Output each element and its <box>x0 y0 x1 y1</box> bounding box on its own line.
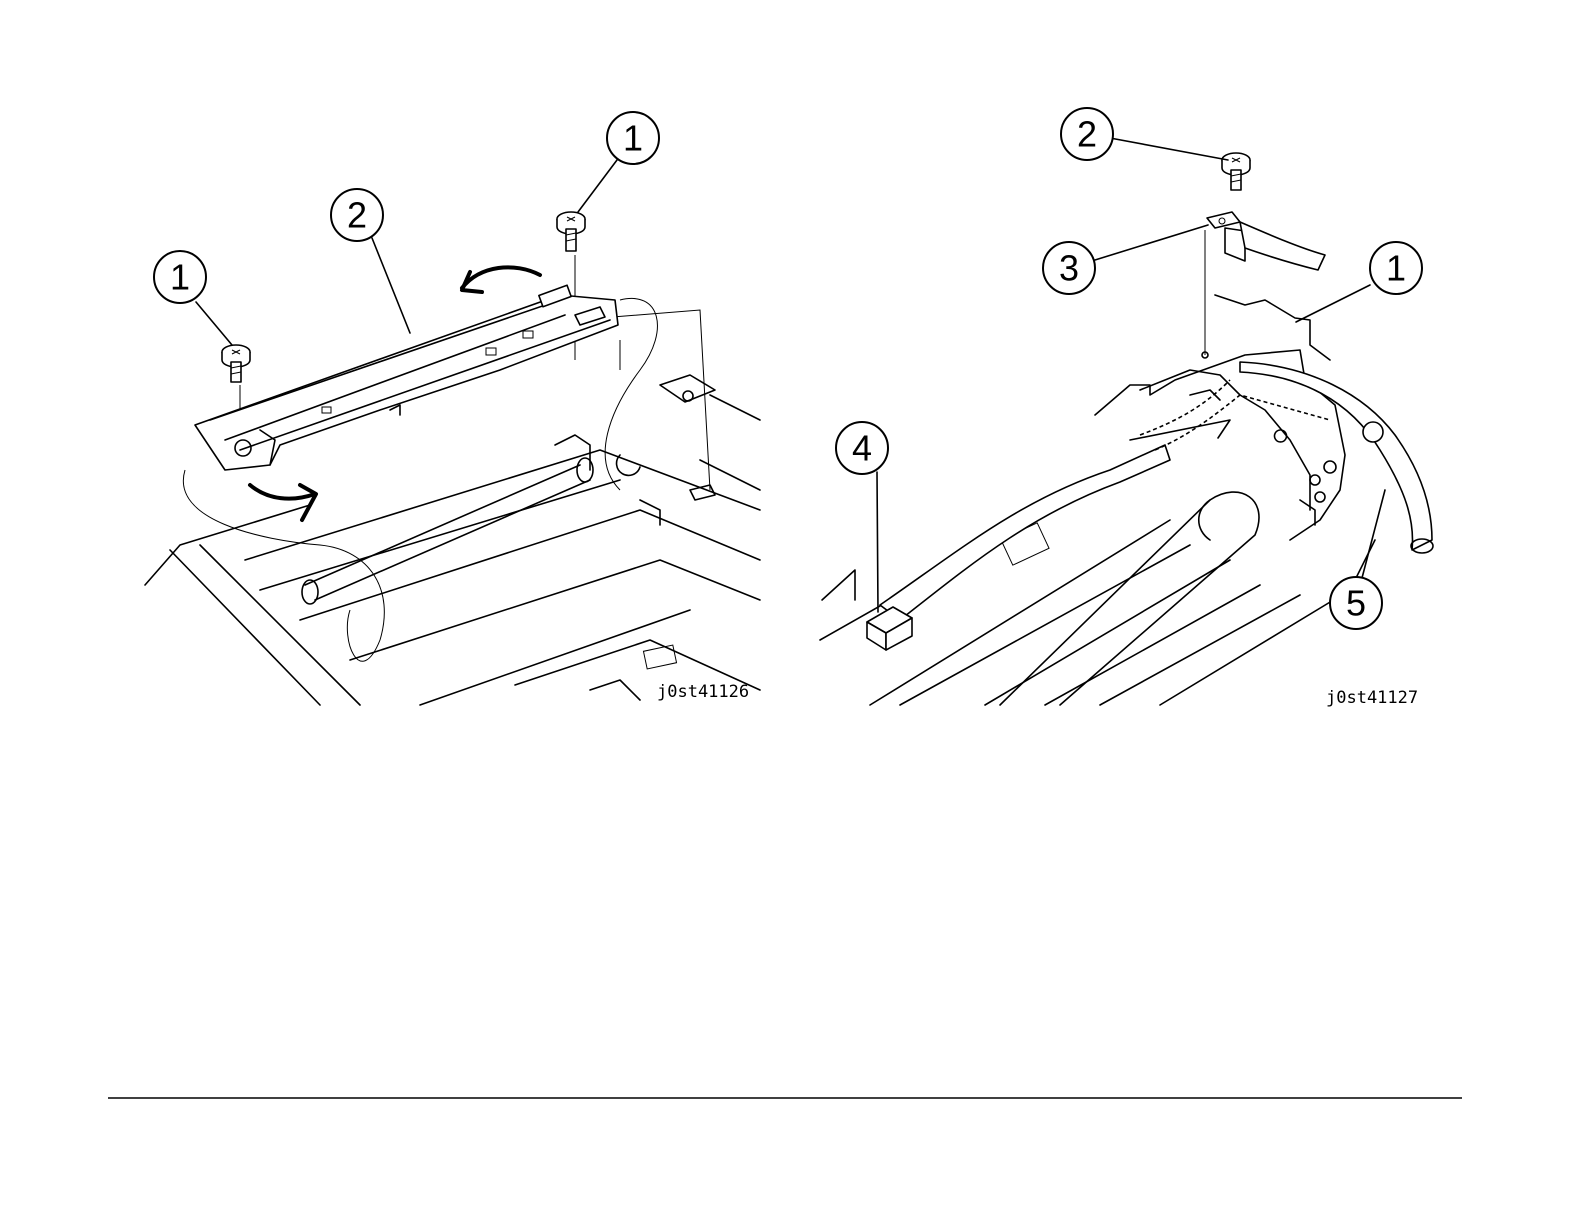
callout-1: 1 <box>1370 242 1422 294</box>
callout-2: 2 <box>331 189 383 241</box>
figure-id: j0st41126 <box>657 682 749 702</box>
callout-1: 1 <box>154 251 206 303</box>
figure-id: j0st41127 <box>1326 688 1418 708</box>
right-machine-body <box>820 230 1433 705</box>
svg-text:4: 4 <box>852 428 872 469</box>
svg-text:3: 3 <box>1059 248 1079 289</box>
callout-5: 5 <box>1330 577 1382 629</box>
screw-icon <box>557 212 585 251</box>
cable-clamp <box>1207 212 1325 270</box>
screw-icon <box>1222 153 1250 190</box>
callout-2: 2 <box>1061 108 1113 160</box>
svg-text:2: 2 <box>347 195 367 236</box>
left-lamp-assembly <box>183 285 657 661</box>
rotate-arrow-top <box>462 267 540 288</box>
svg-text:2: 2 <box>1077 114 1097 155</box>
callout-4: 4 <box>836 422 888 474</box>
svg-text:1: 1 <box>1386 248 1406 289</box>
svg-text:1: 1 <box>170 257 190 298</box>
left-machine-body <box>145 255 760 705</box>
right-figure: 2 3 1 4 5 j0st41127 <box>820 108 1433 708</box>
connector-block <box>867 607 912 650</box>
callout-3: 3 <box>1043 242 1095 294</box>
rotate-arrow-bottom-head <box>300 485 316 520</box>
svg-text:1: 1 <box>623 118 643 159</box>
left-figure: 1 2 1 j0st41126 <box>145 112 760 705</box>
svg-text:5: 5 <box>1346 583 1366 624</box>
callout-1: 1 <box>607 112 659 164</box>
screw-icon <box>222 345 250 382</box>
